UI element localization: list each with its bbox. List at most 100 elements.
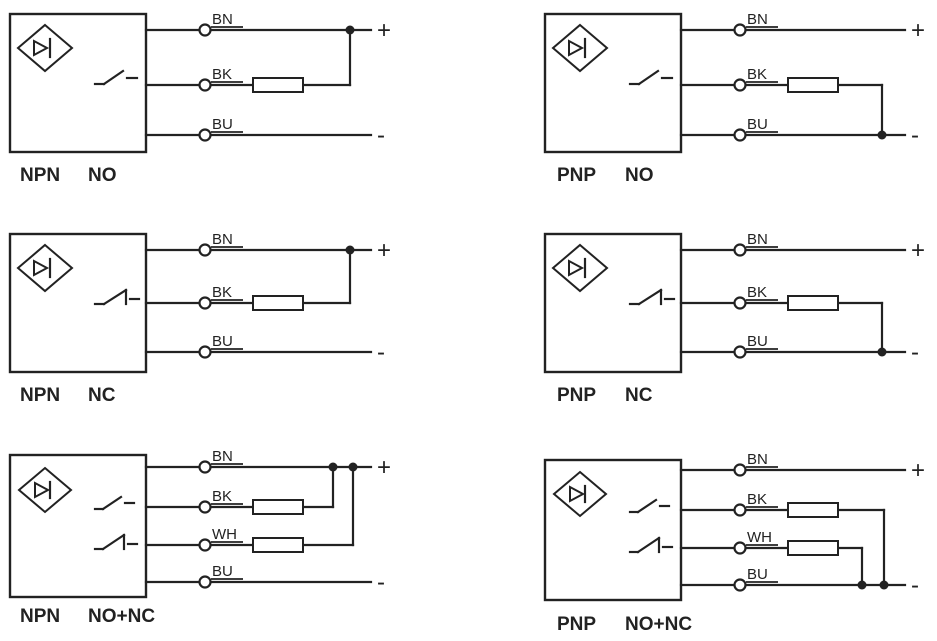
diagram-title-mode: NO+NC	[625, 614, 692, 635]
wire-label-bn: BN	[212, 231, 233, 248]
no-contact-icon	[628, 498, 671, 514]
load-resistor	[787, 77, 839, 93]
no-contact-icon	[93, 495, 136, 511]
load-resistor-bk	[787, 502, 839, 518]
minus-terminal-label: -	[377, 339, 385, 366]
wire-label-bn: BN	[212, 11, 233, 28]
wire-label-bu: BU	[212, 116, 233, 133]
diagram-pnp-nc: BN BK BU + - PNP NC	[543, 231, 925, 406]
wire-label-bk: BK	[212, 488, 232, 505]
junction-dot	[877, 130, 887, 140]
nc-contact-icon	[628, 536, 674, 554]
terminal-bu	[198, 128, 212, 142]
load-resistor-wh	[252, 537, 304, 553]
diagram-title-mode: NO	[625, 165, 654, 186]
wire-label-wh: WH	[747, 529, 772, 546]
wire-label-bu: BU	[747, 333, 768, 350]
nc-contact-icon	[93, 533, 139, 551]
sensor-symbol-icon	[16, 243, 74, 293]
plus-terminal-label: +	[911, 457, 925, 484]
terminal-bn	[733, 463, 747, 477]
diagram-npn-no-nc: BN BK WH BU + - NPN NO+NC	[8, 448, 391, 627]
diagram-title-family: NPN	[20, 385, 60, 406]
wire-label-bn: BN	[747, 231, 768, 248]
wire-label-bu: BU	[747, 566, 768, 583]
terminal-bn	[198, 460, 212, 474]
nc-contact-icon	[93, 288, 141, 306]
no-contact-icon	[93, 69, 139, 86]
junction-dot	[328, 462, 338, 472]
sensor-body	[8, 453, 148, 599]
terminal-bk	[733, 503, 747, 517]
terminal-bk	[733, 78, 747, 92]
wire-label-bk: BK	[212, 284, 232, 301]
minus-terminal-label: -	[377, 569, 385, 596]
terminal-bu	[198, 575, 212, 589]
junction-dot	[857, 580, 867, 590]
terminal-bn	[198, 243, 212, 257]
wire-label-bu: BU	[212, 563, 233, 580]
wire-label-bn: BN	[747, 451, 768, 468]
diagram-pnp-no-nc: BN BK WH BU + - PNP NO+NC	[543, 451, 925, 635]
plus-terminal-label: +	[911, 237, 925, 264]
wire-label-bk: BK	[212, 66, 232, 83]
wire-label-bu: BU	[747, 116, 768, 133]
nc-contact-icon	[628, 288, 676, 306]
load-resistor	[787, 295, 839, 311]
sensor-symbol-icon	[17, 466, 73, 514]
terminal-bn	[733, 243, 747, 257]
terminal-wh	[198, 538, 212, 552]
terminal-bu	[733, 345, 747, 359]
terminal-bn	[198, 23, 212, 37]
sensor-symbol-icon	[551, 243, 609, 293]
terminal-bu	[198, 345, 212, 359]
diagram-npn-nc: BN BK BU + - NPN NC	[8, 231, 391, 406]
diagram-title-family: PNP	[557, 385, 596, 406]
wire-label-bk: BK	[747, 491, 767, 508]
wire-label-bk: BK	[747, 66, 767, 83]
load-resistor-wh	[787, 540, 839, 556]
minus-terminal-label: -	[377, 122, 385, 149]
terminal-wh	[733, 541, 747, 555]
wire-label-bn: BN	[747, 11, 768, 28]
diagram-npn-no: BN BK BU + - NPN NO	[8, 11, 391, 186]
sensor-symbol-icon	[16, 23, 74, 73]
diagram-title-family: PNP	[557, 165, 596, 186]
junction-dot	[345, 25, 355, 35]
load-resistor-bk	[252, 499, 304, 515]
plus-terminal-label: +	[377, 17, 391, 44]
sensor-body	[543, 12, 683, 154]
diagram-title-mode: NO+NC	[88, 606, 155, 627]
terminal-bk	[198, 296, 212, 310]
terminal-bu	[733, 128, 747, 142]
junction-dot	[345, 245, 355, 255]
plus-terminal-label: +	[377, 454, 391, 481]
wire-label-bn: BN	[212, 448, 233, 465]
diagram-title-family: PNP	[557, 614, 596, 635]
plus-terminal-label: +	[377, 237, 391, 264]
diagram-pnp-no: BN BK BU + - PNP NO	[543, 11, 925, 186]
minus-terminal-label: -	[911, 572, 919, 599]
terminal-bk	[198, 500, 212, 514]
wire-label-bk: BK	[747, 284, 767, 301]
sensor-symbol-icon	[552, 470, 608, 518]
terminal-bu	[733, 578, 747, 592]
load-resistor	[252, 77, 304, 93]
plus-terminal-label: +	[911, 17, 925, 44]
terminal-bn	[733, 23, 747, 37]
sensor-body	[543, 458, 683, 602]
load-resistor	[252, 295, 304, 311]
minus-terminal-label: -	[911, 339, 919, 366]
junction-dot	[348, 462, 358, 472]
terminal-bk	[198, 78, 212, 92]
diagram-title-mode: NC	[88, 385, 116, 406]
terminal-bk	[733, 296, 747, 310]
diagram-title-mode: NO	[88, 165, 117, 186]
diagram-title-mode: NC	[625, 385, 653, 406]
diagram-title-family: NPN	[20, 606, 60, 627]
no-contact-icon	[628, 69, 674, 86]
minus-terminal-label: -	[911, 122, 919, 149]
junction-dot	[877, 347, 887, 357]
